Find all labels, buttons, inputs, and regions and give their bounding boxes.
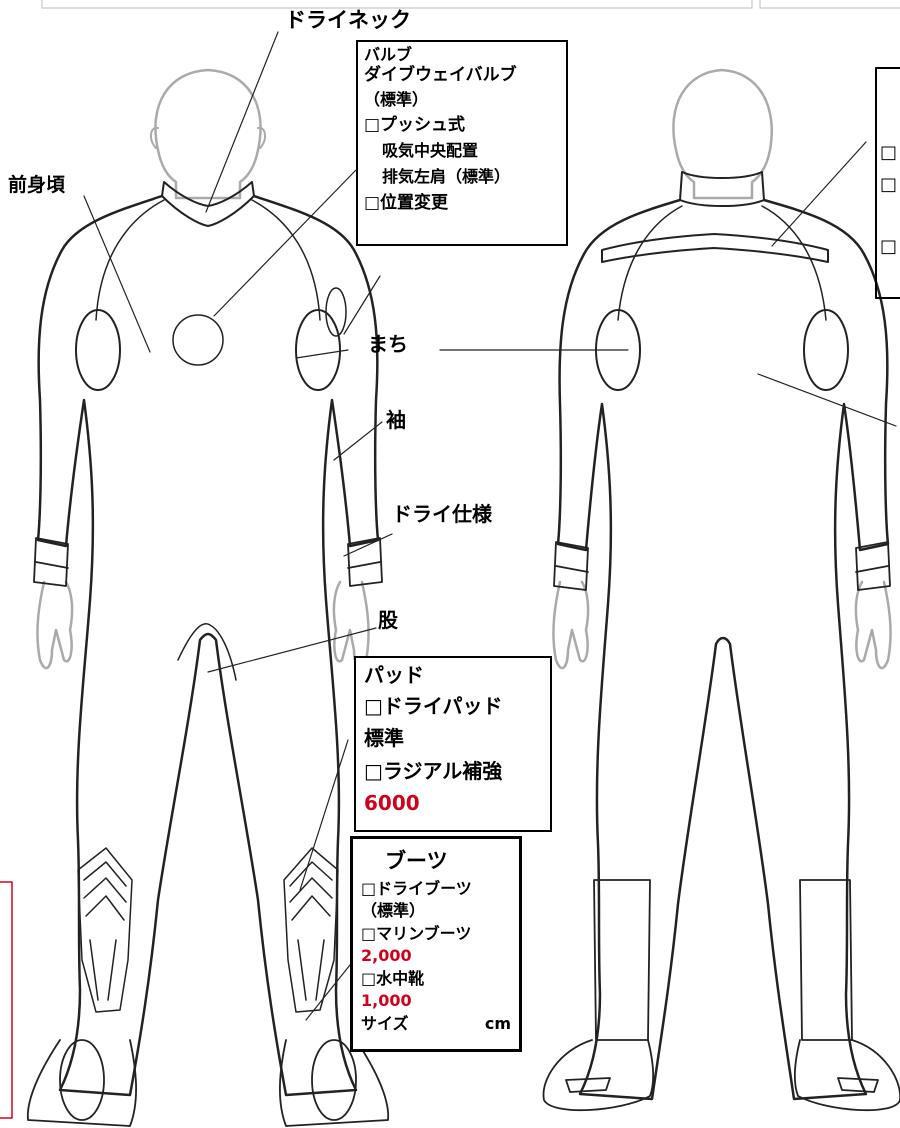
boots-size-row: サイズ cm: [361, 1012, 511, 1035]
svg-text:□: □: [880, 142, 897, 163]
valve-option-relocate[interactable]: □位置変更: [364, 193, 449, 213]
label-sleeve: 袖: [386, 408, 406, 432]
valve-title: バルブ: [364, 45, 413, 64]
valve-option-push[interactable]: □プッシュ式: [364, 115, 466, 135]
boots-option-underwater-price: 1,000: [361, 991, 412, 1010]
pad-option-radial-price: 6000: [364, 791, 420, 815]
boots-option-underwater[interactable]: □水中靴: [361, 969, 425, 988]
front-figure: [26, 68, 390, 1127]
label-dry-spec: ドライ仕様: [392, 502, 492, 526]
pad-option-dry[interactable]: □ドライパッド: [364, 694, 503, 718]
boots-option-dry-note: （標準）: [361, 901, 426, 920]
boots-options-box: ブーツ □ドライブーツ （標準） □マリンブーツ 2,000 □水中靴 1,00…: [350, 836, 522, 1052]
back-figure: [542, 68, 900, 1112]
boots-option-dry[interactable]: □ドライブーツ: [361, 879, 472, 898]
valve-options-box: バルブ ダイブウェイバルブ （標準） □プッシュ式 吸気中央配置 排気左肩（標準…: [356, 40, 568, 246]
boots-size-label: サイズ: [361, 1014, 409, 1033]
label-gusset: まち: [368, 332, 408, 356]
svg-text:□: □: [880, 236, 897, 257]
pad-option-radial[interactable]: □ラジアル補強: [364, 759, 503, 783]
label-dry-neck: ドライネック: [285, 8, 411, 32]
valve-option-push-exhaust: 排気左肩（標準）: [382, 167, 511, 186]
label-front-body: 前身頃: [8, 174, 66, 196]
boots-size-unit: cm: [484, 1014, 511, 1033]
boots-option-marine[interactable]: □マリンブーツ: [361, 924, 472, 943]
pad-option-dry-note: 標準: [364, 726, 404, 750]
valve-option-push-intake: 吸気中央配置: [382, 141, 479, 160]
boots-option-marine-price: 2,000: [361, 946, 412, 965]
svg-text:□: □: [880, 174, 897, 195]
valve-standard: ダイブウェイバルブ: [364, 65, 517, 85]
pad-options-box: パッド □ドライパッド 標準 □ラジアル補強 6000: [354, 656, 552, 832]
boots-title: ブーツ: [385, 849, 448, 873]
valve-standard-note: （標準）: [364, 90, 429, 109]
pad-title: パッド: [364, 663, 424, 687]
label-crotch: 股: [378, 608, 398, 632]
